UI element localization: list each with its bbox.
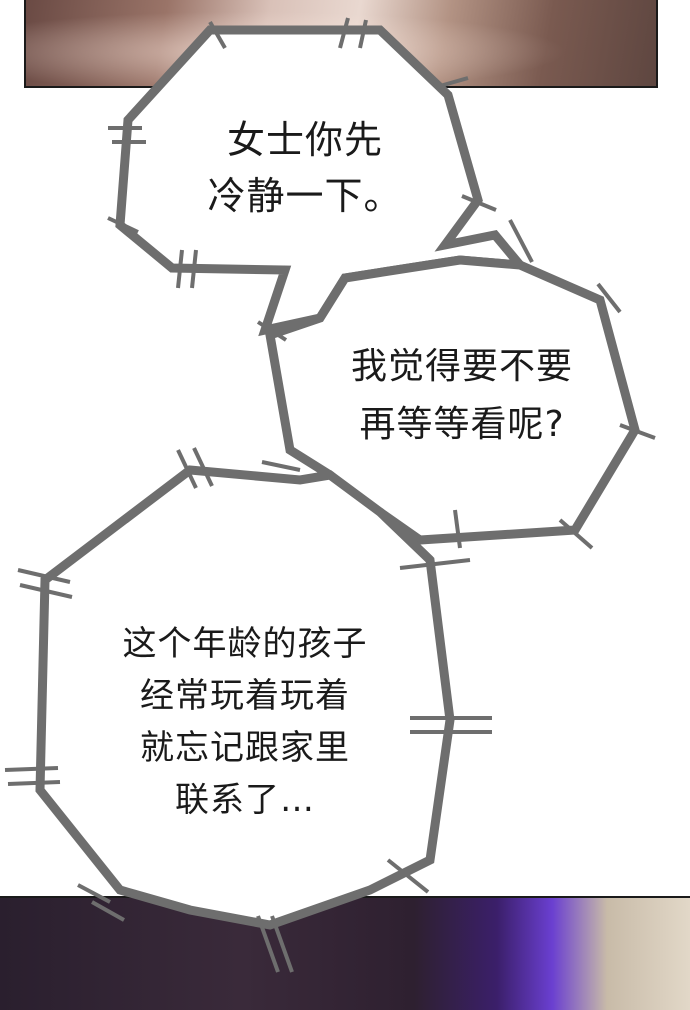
bubble-3-text: 这个年龄的孩子 经常玩着玩着 就忘记跟家里 联系了… bbox=[80, 618, 410, 826]
bubble-3-line-2: 经常玩着玩着 bbox=[140, 676, 350, 716]
bubble-2-line-1: 我觉得要不要 bbox=[350, 346, 573, 387]
bubble-1-line-2: 冷静一下。 bbox=[207, 174, 403, 218]
bubble-tick-marks bbox=[4, 17, 656, 973]
bubble-1-line-1: 女士你先 bbox=[226, 118, 383, 162]
bubble-1-text: 女士你先 冷静一下。 bbox=[190, 112, 420, 224]
bubble-3-line-4: 联系了… bbox=[175, 780, 315, 820]
bubble-2-line-2: 再等等看呢? bbox=[359, 404, 565, 445]
speech-bubble-3 bbox=[35, 465, 455, 930]
bubble-3-line-1: 这个年龄的孩子 bbox=[122, 624, 368, 664]
bubble-2-text: 我觉得要不要 再等等看呢? bbox=[322, 338, 602, 454]
bubble-3-line-3: 就忘记跟家里 bbox=[140, 728, 350, 768]
